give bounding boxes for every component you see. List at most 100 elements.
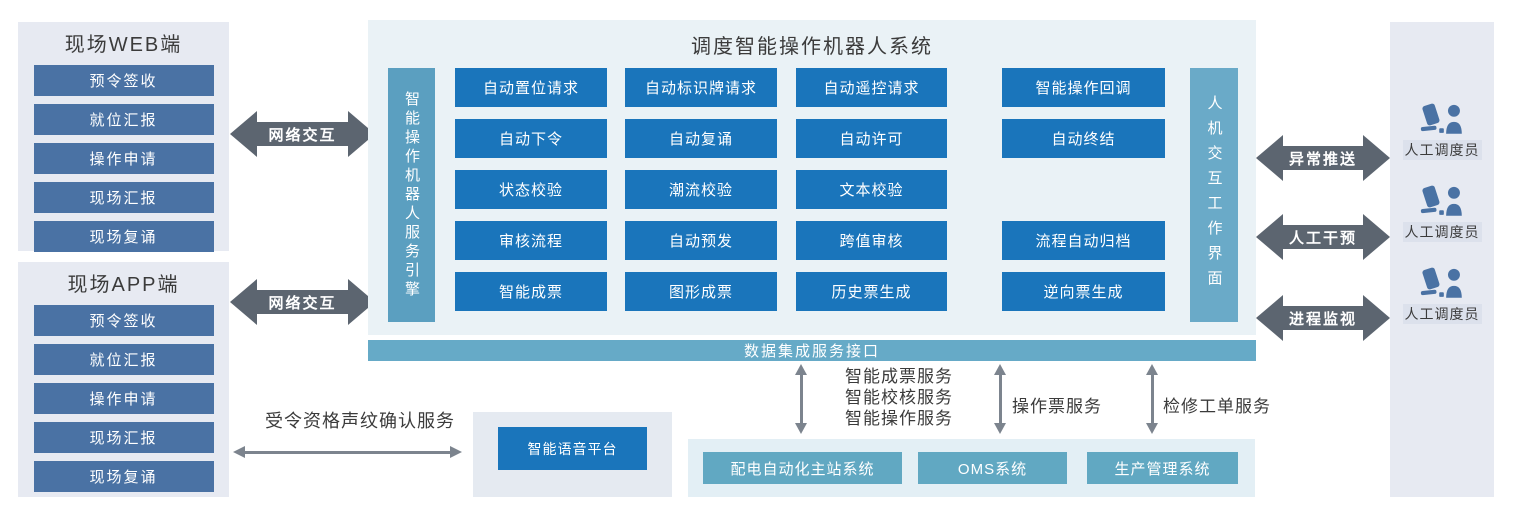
dispatcher-at-computer-icon — [1420, 185, 1462, 216]
vertical-double-arrow-icon — [794, 364, 808, 434]
network-arrow-app-label: 网络交互 — [257, 290, 348, 314]
app-item-in-place-report: 就位汇报 — [33, 344, 214, 375]
app-item-operation-request: 操作申请 — [33, 383, 214, 414]
engine-bar: 智能操作机器人服务引擎 — [388, 68, 435, 322]
arrow-left-head-icon — [233, 446, 245, 458]
arrow-left-head-icon — [1256, 295, 1283, 341]
arrow-line — [1150, 375, 1154, 423]
arrow-right-head-icon — [1363, 214, 1390, 260]
dispatcher-at-computer-icon — [1420, 103, 1462, 134]
voiceprint-service-label: 受令资格声纹确认服务 — [265, 411, 455, 431]
node-auto-position-request: 自动置位请求 — [455, 68, 607, 107]
arrow-right-head-icon — [1363, 295, 1390, 341]
app-item-field-repeat: 现场复诵 — [33, 461, 214, 492]
flow-arrow-exception-push: 异常推送 — [1256, 135, 1390, 181]
arrow-left-head-icon — [230, 111, 257, 157]
node-review-flow: 审核流程 — [455, 221, 607, 260]
voice-platform-node: 智能语音平台 — [498, 427, 647, 470]
arrow-right-head-icon — [1363, 135, 1390, 181]
arrow-up-head-icon — [795, 364, 807, 375]
node-auto-order: 自动下令 — [455, 119, 607, 158]
node-auto-terminate: 自动终结 — [1002, 119, 1165, 158]
node-text-check: 文本校验 — [796, 170, 947, 209]
dispatcher-label: 人工调度员 — [1402, 140, 1482, 160]
arrow-right-head-icon — [450, 446, 462, 458]
vertical-double-arrow-icon — [993, 364, 1007, 434]
node-auto-tag-request: 自动标识牌请求 — [625, 68, 777, 107]
dispatcher-item: 人工调度员 — [1402, 102, 1482, 160]
hmi-bar: 人机交互工作界面 — [1190, 68, 1238, 322]
node-smart-operation-callback: 智能操作回调 — [1002, 68, 1165, 107]
node-reverse-ticket: 逆向票生成 — [1002, 272, 1165, 311]
service-smart-ticket-label: 智能成票服务 — [845, 367, 953, 386]
dispatcher-item: 人工调度员 — [1402, 184, 1482, 242]
robot-grid-col-3: 自动遥控请求 自动许可 文本校验 跨值审核 历史票生成 — [796, 68, 947, 311]
node-auto-repeat: 自动复诵 — [625, 119, 777, 158]
network-arrow-app: 网络交互 — [230, 279, 375, 325]
flow-arrow-process-monitor: 进程监视 — [1256, 295, 1390, 341]
arrow-down-head-icon — [1146, 423, 1158, 434]
system-production-management: 生产管理系统 — [1087, 452, 1238, 484]
arrow-line — [998, 375, 1002, 423]
dispatcher-label: 人工调度员 — [1402, 222, 1482, 242]
node-auto-archive: 流程自动归档 — [1002, 221, 1165, 260]
flow-exception-push-label: 异常推送 — [1283, 146, 1363, 170]
field-web-title: 现场WEB端 — [64, 34, 183, 56]
node-graphic-ticket: 图形成票 — [625, 272, 777, 311]
data-integration-bar: 数据集成服务接口 — [368, 340, 1256, 361]
vertical-double-arrow-icon — [1145, 364, 1159, 434]
dispatcher-item: 人工调度员 — [1402, 266, 1482, 324]
field-web-items: 预令签收 就位汇报 操作申请 现场汇报 现场复诵 — [33, 65, 214, 252]
arrow-line — [799, 375, 803, 423]
network-arrow-web: 网络交互 — [230, 111, 375, 157]
smart-services-list: 智能成票服务 智能校核服务 智能操作服务 — [845, 366, 953, 429]
arrow-left-head-icon — [1256, 135, 1283, 181]
arrow-line — [245, 450, 450, 454]
voiceprint-double-arrow-icon — [233, 445, 462, 459]
node-auto-remote-request: 自动遥控请求 — [796, 68, 947, 107]
node-smart-ticket: 智能成票 — [455, 272, 607, 311]
field-app-items: 预令签收 就位汇报 操作申请 现场汇报 现场复诵 — [33, 305, 214, 492]
system-oms: OMS系统 — [918, 452, 1067, 484]
external-systems-panel: 配电自动化主站系统 OMS系统 生产管理系统 — [688, 439, 1255, 497]
service-smart-check-label: 智能校核服务 — [845, 388, 953, 407]
flow-arrow-manual-intervention: 人工干预 — [1256, 214, 1390, 260]
arrow-left-head-icon — [230, 279, 257, 325]
arrow-down-head-icon — [795, 423, 807, 434]
robot-system-title: 调度智能操作机器人系统 — [691, 36, 933, 58]
field-web-panel: 现场WEB端 预令签收 就位汇报 操作申请 现场汇报 现场复诵 — [18, 22, 229, 252]
web-item-field-repeat: 现场复诵 — [33, 221, 214, 252]
arrow-down-head-icon — [994, 423, 1006, 434]
robot-grid-col-1: 自动置位请求 自动下令 状态校验 审核流程 智能成票 — [455, 68, 607, 311]
service-operation-ticket-label: 操作票服务 — [1012, 397, 1102, 416]
field-app-panel: 现场APP端 预令签收 就位汇报 操作申请 现场汇报 现场复诵 — [18, 262, 229, 497]
dispatcher-at-computer-icon — [1420, 267, 1462, 298]
node-auto-permit: 自动许可 — [796, 119, 947, 158]
app-item-field-report: 现场汇报 — [33, 422, 214, 453]
arrow-up-head-icon — [994, 364, 1006, 375]
robot-grid-col-2: 自动标识牌请求 自动复诵 潮流校验 自动预发 图形成票 — [625, 68, 777, 311]
web-item-field-report: 现场汇报 — [33, 182, 214, 213]
web-item-operation-request: 操作申请 — [33, 143, 214, 174]
web-item-pre-order-sign: 预令签收 — [33, 65, 214, 96]
service-maintenance-order-label: 检修工单服务 — [1163, 397, 1271, 416]
arrow-left-head-icon — [1256, 214, 1283, 260]
app-item-pre-order-sign: 预令签收 — [33, 305, 214, 336]
node-auto-pre-issue: 自动预发 — [625, 221, 777, 260]
system-distribution-automation: 配电自动化主站系统 — [703, 452, 902, 484]
node-power-flow-check: 潮流校验 — [625, 170, 777, 209]
service-smart-operation-label: 智能操作服务 — [845, 409, 953, 428]
network-arrow-web-label: 网络交互 — [257, 122, 348, 146]
field-app-title: 现场APP端 — [67, 274, 180, 296]
flow-manual-intervention-label: 人工干预 — [1283, 225, 1363, 249]
voice-platform-panel: 智能语音平台 — [473, 412, 672, 497]
robot-grid-col-4: 智能操作回调 自动终结 流程自动归档 逆向票生成 — [1002, 68, 1165, 311]
node-history-ticket: 历史票生成 — [796, 272, 947, 311]
web-item-in-place-report: 就位汇报 — [33, 104, 214, 135]
node-status-check: 状态校验 — [455, 170, 607, 209]
dispatcher-panel: 人工调度员 人工调度员 — [1390, 22, 1494, 497]
arrow-up-head-icon — [1146, 364, 1158, 375]
node-cross-shift-review: 跨值审核 — [796, 221, 947, 260]
flow-process-monitor-label: 进程监视 — [1283, 306, 1363, 330]
